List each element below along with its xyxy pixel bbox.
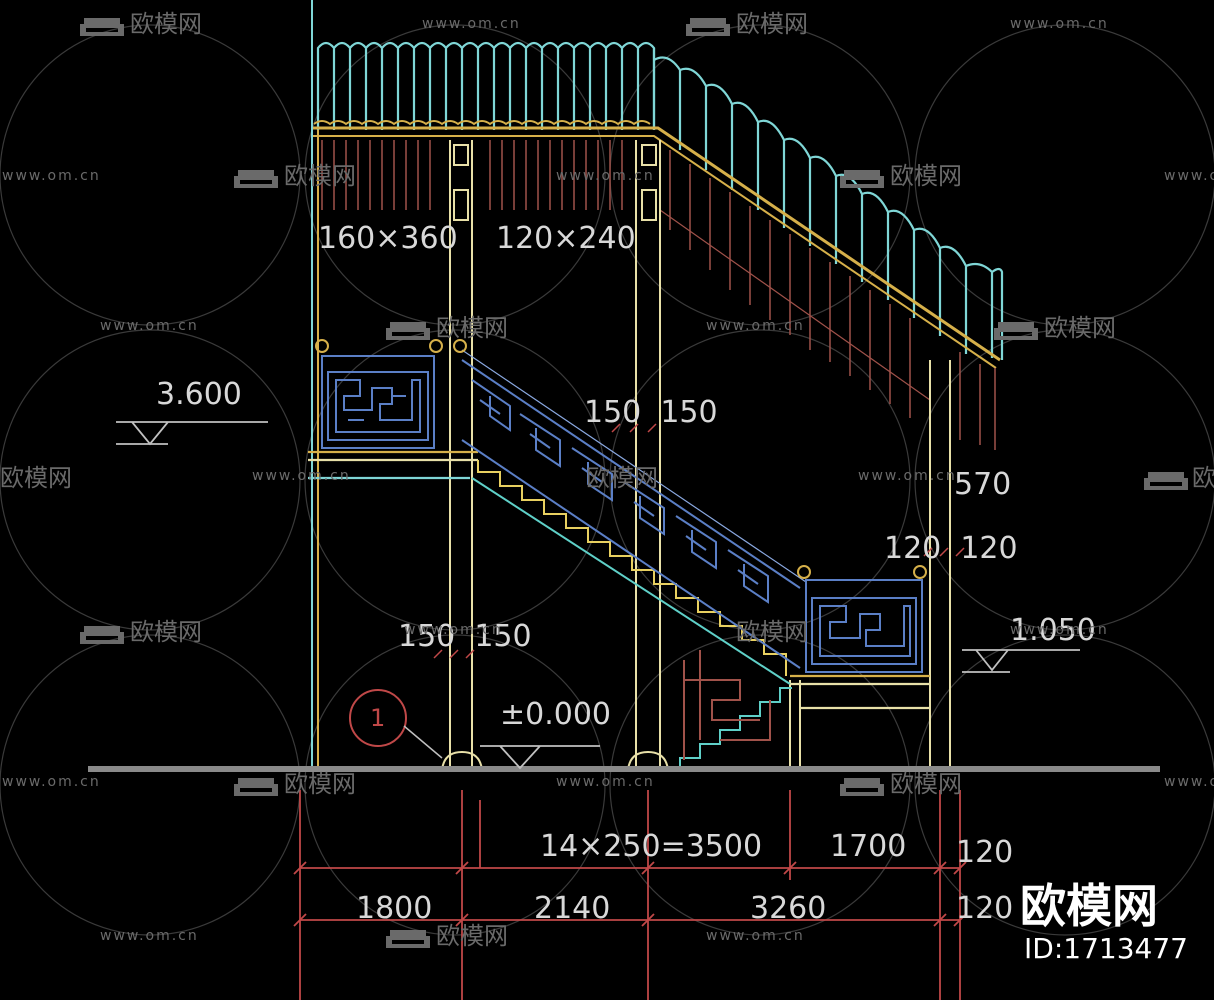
post-ticks	[433, 423, 965, 659]
watermark-url: www.om.cn	[858, 468, 957, 484]
sofa-icon	[994, 322, 1038, 340]
upper-landing	[308, 450, 478, 480]
watermark-brands: 欧模网 欧模网 欧模网 欧模网 欧模网 欧模网 欧模网 欧模网 欧模网 欧模网 …	[0, 10, 1214, 950]
lower-flight-cyan	[679, 687, 792, 770]
watermark-url: www.om.cn	[252, 468, 351, 484]
brand-badge-name: 欧模网	[1020, 879, 1158, 933]
watermark-url: www.om.cn	[1010, 16, 1109, 32]
level-marker-landing	[962, 649, 1080, 672]
level-markers	[116, 421, 1080, 770]
watermark-brand: 欧模网	[284, 162, 356, 190]
watermark-brand: 欧模网	[436, 922, 508, 950]
watermark-url: www.om.cn	[556, 774, 655, 790]
lower-landing	[790, 674, 930, 710]
sofa-icon	[234, 170, 278, 188]
level-ground: ±0.000	[500, 697, 611, 732]
brand-badge-id: ID:1713477	[1024, 932, 1188, 965]
watermark-brand: 欧模网	[1192, 464, 1214, 492]
upper-balustrade	[315, 339, 467, 449]
watermark-url: www.om.cn	[2, 774, 101, 790]
beam-blocks	[453, 144, 657, 221]
watermark-brand: 欧模网	[0, 464, 72, 492]
watermark-brand: 欧模网	[586, 464, 658, 492]
dim-landing-run: 1700	[830, 829, 906, 864]
watermark-url: www.om.cn	[1164, 168, 1214, 184]
sofa-icon	[1144, 472, 1188, 490]
watermark-urls: www.om.cn www.om.cn www.om.cn www.om.cn …	[2, 16, 1214, 944]
dim-post-lower: 150 150	[398, 619, 532, 654]
level-marker-ground	[480, 745, 600, 770]
lower-balustrade	[797, 565, 927, 673]
sofa-icon	[386, 322, 430, 340]
watermark-brand: 欧模网	[890, 162, 962, 190]
eave-band	[312, 120, 1001, 369]
watermark-brand: 欧模网	[1044, 314, 1116, 342]
lower-red-fret	[683, 650, 771, 760]
watermark-brand: 欧模网	[890, 770, 962, 798]
dim-post-upper: 150 150	[584, 395, 718, 430]
stair-railing	[461, 349, 807, 669]
columns	[311, 0, 951, 771]
watermark-logo-icons	[80, 18, 1188, 948]
watermark-brand: 欧模网	[130, 10, 202, 38]
dim-right-small-2: 120	[956, 891, 1013, 926]
ground-line	[88, 766, 1160, 772]
dim-bay-2: 2140	[534, 891, 610, 926]
level-landing: 1.050	[1010, 613, 1096, 648]
level-upper: 3.600	[156, 377, 242, 412]
sofa-icon	[80, 626, 124, 644]
watermark-url: www.om.cn	[556, 168, 655, 184]
axis-marker: 1	[349, 689, 443, 759]
watermark-url: www.om.cn	[100, 318, 199, 334]
sofa-icon	[80, 18, 124, 36]
watermark-brand: 欧模网	[284, 770, 356, 798]
watermark-url: www.om.cn	[1010, 622, 1109, 638]
sofa-icon	[234, 778, 278, 796]
watermark-url: www.om.cn	[422, 16, 521, 32]
dim-bay-3: 3260	[750, 891, 826, 926]
dim-roof-eave: 570	[954, 467, 1011, 502]
watermark-brand: 欧模网	[436, 314, 508, 342]
level-marker-upper	[116, 421, 268, 446]
watermark-url: www.om.cn	[706, 318, 805, 334]
watermark-url: www.om.cn	[706, 928, 805, 944]
roof-tile-slope	[652, 48, 1004, 360]
sofa-icon	[840, 170, 884, 188]
watermark-brand: 欧模网	[736, 10, 808, 38]
dimension-lines	[293, 790, 967, 1000]
watermark-circles	[0, 24, 1214, 936]
sofa-icon	[386, 930, 430, 948]
dim-bay-1: 1800	[356, 891, 432, 926]
watermark-url: www.om.cn	[2, 168, 101, 184]
watermark-url: www.om.cn	[404, 622, 503, 638]
watermark-url: www.om.cn	[1164, 774, 1214, 790]
beam-size-large: 160×360	[318, 221, 458, 256]
stair-stringer-cyan	[471, 477, 791, 685]
sofa-icon	[840, 778, 884, 796]
dim-right-small-1: 120	[956, 835, 1013, 870]
watermark-brand: 欧模网	[130, 618, 202, 646]
sofa-icon	[686, 18, 730, 36]
roof-tile-row	[316, 41, 656, 130]
rafters	[321, 140, 996, 450]
watermark-url: www.om.cn	[100, 928, 199, 944]
watermark-brand: 欧模网	[736, 618, 808, 646]
dim-post-right: 120 120	[884, 531, 1018, 566]
brand-badge: 欧模网 ID:1713477	[1020, 879, 1188, 965]
beam-size-small: 120×240	[496, 221, 636, 256]
dim-stair-run: 14×250=3500	[540, 829, 762, 864]
axis-marker-label: 1	[370, 704, 385, 732]
